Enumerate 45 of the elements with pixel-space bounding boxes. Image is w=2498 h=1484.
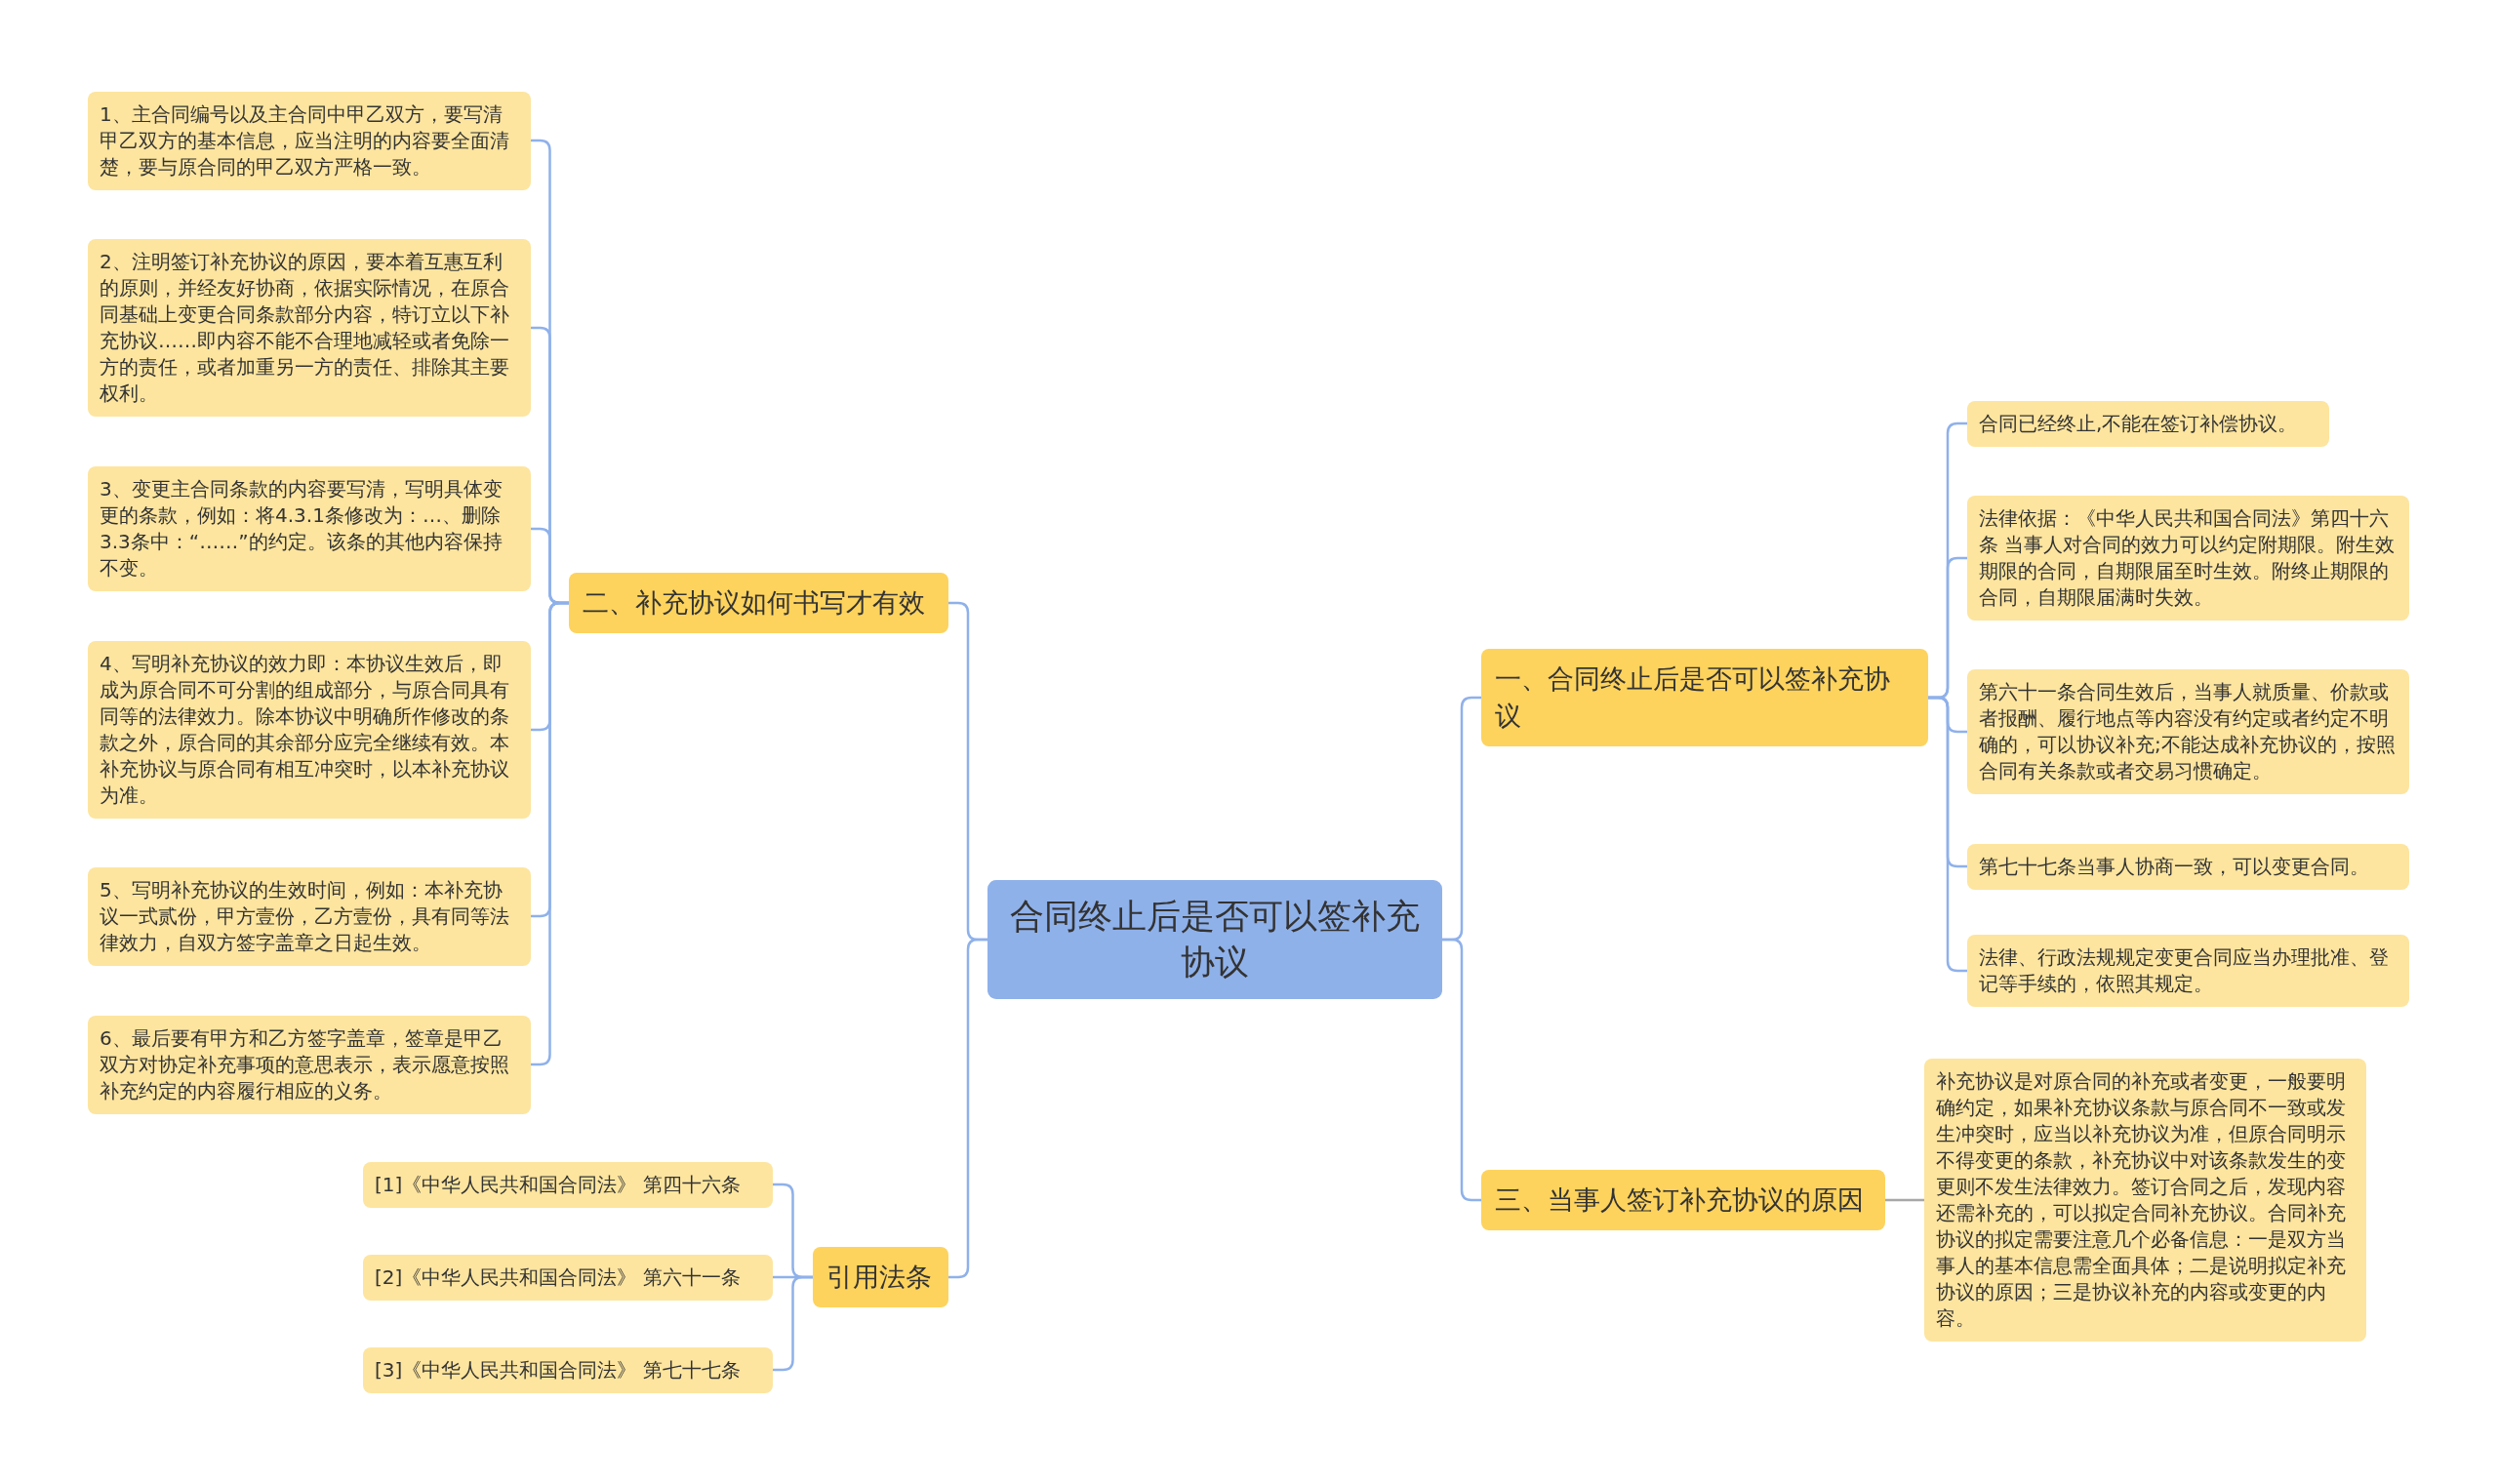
branch-topic-box — [1481, 649, 1928, 746]
note-box — [363, 1254, 773, 1301]
connector-line — [531, 601, 569, 1066]
note-text: 3、变更主合同条款的内容要写清，写明具体变更的条款，例如：将4.3.1条修改为：…、删除3.3条中：“……”的约定。该条的其他内容保持不变。 — [100, 476, 504, 582]
note-box — [1967, 496, 2409, 621]
note-box — [1967, 669, 2409, 794]
branch-topic-box — [1481, 1170, 1885, 1230]
connector-line — [1928, 696, 1967, 973]
note-text: 第六十一条合同生效后，当事人就质量、价款或者报酬、履行地点等内容没有约定或者约定不明确的，可以协议补充;不能达成补充协议的，按照合同有关条款或者交易习惯确定。 — [1979, 679, 2397, 784]
branch-topic-text: 一、合同终止后是否可以签补充协议 — [1495, 662, 1891, 733]
note-text: [3]《中华人民共和国合同法》 第七十七条 — [375, 1356, 742, 1384]
branch-topic-text: 三、当事人签订补充协议的原因 — [1495, 1183, 1865, 1218]
note-text: 第七十七条当事人协商一致，可以变更合同。 — [1979, 853, 2370, 880]
note-text: [1]《中华人民共和国合同法》 第四十六条 — [375, 1171, 742, 1198]
note-box — [88, 466, 531, 591]
note-box — [363, 1161, 773, 1208]
branch-topic-text: 引用法条 — [826, 1261, 933, 1295]
note-text: 5、写明补充协议的生效时间，例如：本补充协议一式贰份，甲方壹份，乙方壹份，具有同等法律效力，自双方签字盖章之日起生效。 — [100, 876, 510, 956]
note-box — [88, 91, 531, 190]
note-text: 6、最后要有甲方和乙方签字盖章，签章是甲乙双方对协定补充事项的意思表示，表示愿意按照补充约定的内容履行相应的义务。 — [100, 1024, 510, 1104]
note-text: 补充协议是对原合同的补充或者变更，一般要明确约定，如果补充协议条款与原合同不一致或发生冲突时，应当以补充协议为准，但原合同明示不得变更的条款，补充协议中对该条款发生的变更则不发生法律效力。签订合同之后，发现内容还需补充的，可以拟定合同补充协议。合同补充协议的拟定需要注意几个必备信息：一是双方当事人的基本信息需全面具体；二是说明拟定补充协议的原因；三是协议补充的内容或变更的内容。 — [1936, 1068, 2347, 1332]
central-topic-box — [987, 879, 1442, 1000]
note-box — [88, 239, 531, 417]
branch-topic-box — [569, 573, 948, 633]
note-text: 4、写明补充协议的效力即：本协议生效后，即成为原合同不可分割的组成部分，与原合同具有同等的法律效力。除本协议中明确所作修改的条款之外，原合同的其余部分应完全继续有效。本补充协议与原合同有相互冲突时，以本补充协议为准。 — [100, 651, 510, 809]
note-text: 法律依据：《中华人民共和国合同法》第四十六条 当事人对合同的效力可以约定附期限。附生效期限的合同，自期限届至时生效。附终止期限的合同，自期限届满时失效。 — [1979, 505, 2397, 611]
note-text: 法律、行政法规规定变更合同应当办理批准、登记等手续的，依照其规定。 — [1979, 944, 2390, 997]
note-box — [363, 1346, 773, 1393]
central-topic-text: 合同终止后是否可以签补充协议 — [1009, 895, 1421, 983]
note-box — [1967, 400, 2329, 447]
note-box — [88, 641, 531, 819]
note-box — [1967, 843, 2409, 890]
note-text: 1、主合同编号以及主合同中甲乙双方，要写清甲乙双方的基本信息，应当注明的内容要全面清楚，要与原合同的甲乙双方严格一致。 — [100, 100, 510, 180]
branch-topic-text: 二、补充协议如何书写才有效 — [583, 586, 926, 621]
note-text: 合同已经终止,不能在签订补偿协议。 — [1979, 410, 2299, 437]
connector-line — [773, 1275, 813, 1372]
note-box — [88, 1015, 531, 1114]
connector-line — [1885, 1198, 1924, 1202]
note-text: [2]《中华人民共和国合同法》 第六十一条 — [375, 1263, 742, 1291]
connector-line — [1442, 938, 1481, 1202]
note-box — [1967, 935, 2409, 1007]
connector-line — [948, 938, 987, 1279]
note-box — [88, 866, 531, 966]
branch-topic-box — [813, 1247, 948, 1307]
note-text: 2、注明签订补充协议的原因，要本着互惠互利的原则，并经友好协商，依据实际情况，在原合同基础上变更合同条款部分内容，特订立以下补充协议……即内容不能不合理地减轻或者免除一方的责任，或者加重另一方的责任、排除其主要权利。 — [100, 249, 510, 407]
